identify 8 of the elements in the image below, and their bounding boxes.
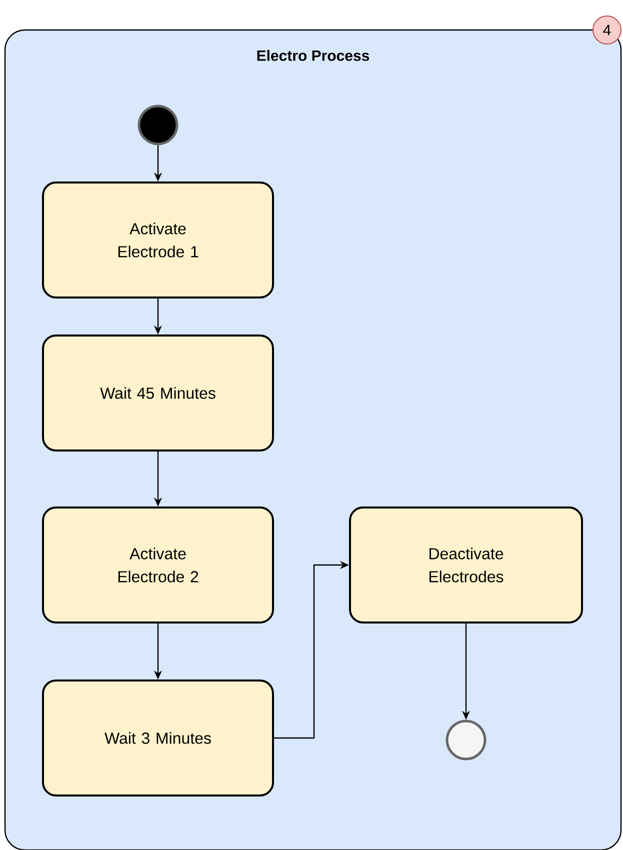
activity-box: Wait 45 Minutes [42,334,274,452]
number-badge: 4 [592,15,622,44]
activity-box: Activate Electrode 1 [42,182,274,298]
start-circle [138,104,178,146]
end-circle [446,720,486,760]
activity-box: Wait 3 Minutes [42,680,274,796]
activity-box: Deactivate Electrodes [349,506,583,624]
activity-box: Activate Electrode 2 [42,506,274,624]
